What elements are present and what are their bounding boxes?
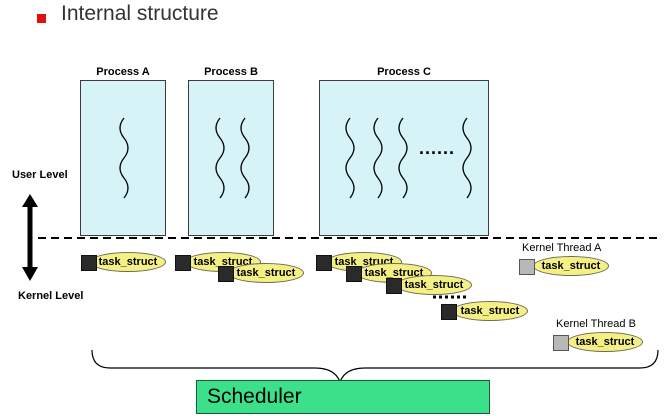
task-struct-c3-square [386,278,402,294]
kernel-thread-b-square [553,335,569,351]
process-a-box [80,80,166,236]
task-struct-c3: task_struct [396,275,472,295]
user-level-label: User Level [12,169,68,181]
task-struct-a1-square [81,255,97,271]
task-struct-c2: task_struct [356,263,432,283]
process-c-box [319,80,489,236]
process-c-ellipsis: ...... [419,138,456,158]
task-struct-a1: task_struct [90,252,166,272]
task-struct-b2: task_struct [228,263,304,283]
thread-c2-icon [373,117,383,199]
task-struct-c1-square [316,255,332,271]
thread-a1-icon [119,117,129,199]
process-b-label: Process B [204,66,258,78]
scheduler-label: Scheduler [207,385,302,408]
kernel-thread-b-label: Kernel Thread B [556,318,636,330]
task-struct-c2-square [346,266,362,282]
thread-c4-icon [462,117,472,199]
process-b-box [188,80,274,236]
task-struct-b1: task_struct [185,252,261,272]
kernel-thread-b-task-struct: task_struct [567,332,643,352]
thread-c3-icon [398,117,408,199]
scheduler-brace [91,349,659,384]
task-struct-b2-square [218,266,234,282]
kernel-thread-a-label: Kernel Thread A [522,242,602,254]
scheduler-box: Scheduler [196,380,490,414]
kernel-thread-a-square [519,259,535,275]
level-arrow-icon [22,194,38,281]
task-struct-c4-square [441,304,457,320]
kernel-thread-a-task-struct: task_struct [533,256,609,276]
kernel-level-label: Kernel Level [18,290,84,302]
process-c-label: Process C [377,66,431,78]
thread-b1-icon [215,117,225,199]
task-struct-b1-square [175,255,191,271]
process-a-label: Process A [96,66,150,78]
bullet-marker [37,14,46,23]
thread-b2-icon [240,117,250,199]
slide-title: Internal structure [61,2,219,25]
task-struct-c4: task_struct [452,301,528,321]
thread-c1-icon [345,117,355,199]
